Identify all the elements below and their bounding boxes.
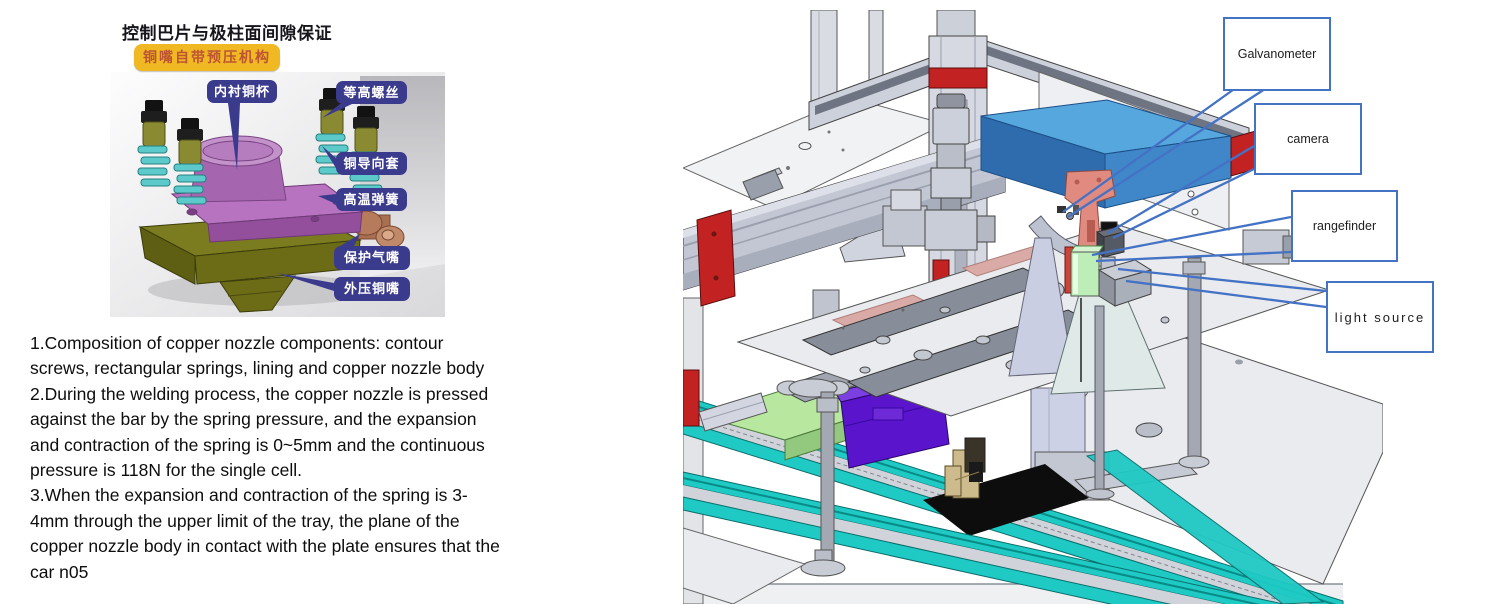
part-label-outer-nozzle: 外压铜嘴 [334, 277, 410, 301]
copper-nozzle-tip [219, 275, 296, 313]
callout-rangefinder: rangefinder [1291, 190, 1398, 262]
callout-camera: camera [1254, 103, 1362, 175]
notes-text: 1.Composition of copper nozzle component… [30, 333, 500, 582]
laser-head-assembly [882, 93, 1300, 500]
callout-light-source: light source [1326, 281, 1434, 353]
lining-cup [189, 135, 287, 203]
part-label-guide-sleeve: 铜导向套 [336, 152, 407, 175]
rangefinder-box [1064, 245, 1104, 297]
left-motor-unit [683, 369, 768, 432]
part-label-ht-spring: 高温弹簧 [336, 188, 407, 211]
preload-mechanism-badge: 铜嘴自带预压机构 [134, 44, 280, 71]
part-label-pointers [228, 103, 360, 291]
bottom-left-platform [683, 527, 807, 604]
part-label-contour-screw: 等高螺丝 [336, 81, 407, 104]
light-source-box [1097, 259, 1153, 307]
part-label-gas-nozzle: 保护气嘴 [334, 246, 410, 270]
machine-illustration [683, 10, 1383, 604]
part-label-lining-cup: 内衬铜杯 [207, 80, 277, 103]
support-posts [776, 257, 1210, 577]
conveyor-rails-lower [683, 449, 1325, 604]
chinese-title: 控制巴片与极柱面间隙保证 [122, 24, 332, 43]
camera-tower [924, 93, 996, 251]
callout-leader-lines [1062, 86, 1327, 309]
copper-nozzle-illustration [110, 72, 445, 317]
gripper-station [923, 437, 1089, 536]
callout-galvanometer: Galvanometer [1223, 17, 1331, 91]
gantry-beam [683, 131, 1006, 307]
